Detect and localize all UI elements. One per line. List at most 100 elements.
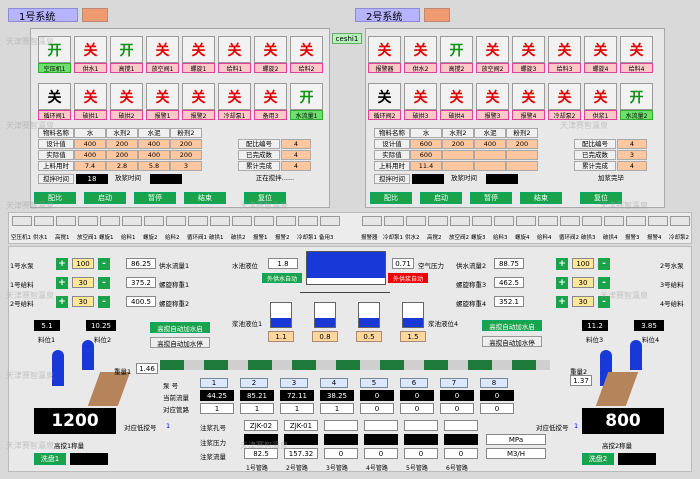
table2-cell-0-1[interactable]: 600 <box>410 139 442 149</box>
pumps_left-minus-1[interactable]: - <box>98 277 110 289</box>
hole-empty-4[interactable] <box>404 420 438 431</box>
table1-button-2[interactable]: 暂停 <box>134 192 176 204</box>
strip-right-btn-8[interactable] <box>538 216 558 226</box>
strip-right-btn-1[interactable] <box>384 216 404 226</box>
strip-right-btn-0[interactable] <box>362 216 382 226</box>
hole-empty-5[interactable] <box>444 420 478 431</box>
pumps_right-plus-2[interactable]: + <box>556 296 568 308</box>
table2-button-0[interactable]: 配比 <box>370 192 412 204</box>
table1-cell-0-4[interactable]: 200 <box>170 139 202 149</box>
strip-left-btn-5[interactable] <box>122 216 142 226</box>
strip-left-btn-9[interactable] <box>210 216 230 226</box>
right_tiles-row2-toggle-0[interactable]: 关 <box>368 83 401 110</box>
table2-cell-1-4[interactable] <box>506 150 538 160</box>
right_tiles-row2-toggle-1[interactable]: 关 <box>404 83 437 110</box>
auto-fill-start-right[interactable]: 高搅自动加水启 <box>482 320 542 331</box>
strip-left-btn-8[interactable] <box>188 216 208 226</box>
left_tiles-row2-toggle-6[interactable]: 关 <box>254 83 287 110</box>
right_tiles-row2-toggle-6[interactable]: 关 <box>584 83 617 110</box>
strip-left-btn-7[interactable] <box>166 216 186 226</box>
strip-right-btn-11[interactable] <box>604 216 624 226</box>
table2-cell-2-4[interactable] <box>506 161 538 171</box>
table2-button-2[interactable]: 暂停 <box>470 192 512 204</box>
strip-left-btn-10[interactable] <box>232 216 252 226</box>
strip-left-btn-6[interactable] <box>144 216 164 226</box>
table1-cell-2-3[interactable]: 5.8 <box>138 161 170 171</box>
strip-left-btn-13[interactable] <box>298 216 318 226</box>
hole-empty-3[interactable] <box>364 420 398 431</box>
pumps_left-minus-0[interactable]: - <box>98 258 110 270</box>
left_tiles-row1-toggle-5[interactable]: 关 <box>218 36 251 63</box>
left_tiles-row2-toggle-2[interactable]: 关 <box>110 83 143 110</box>
hole-0[interactable]: ZJK-02 <box>244 420 278 431</box>
strip-left-btn-12[interactable] <box>276 216 296 226</box>
table2-cell-0-4[interactable]: 200 <box>506 139 538 149</box>
right_tiles-row1-toggle-7[interactable]: 关 <box>620 36 653 63</box>
pumps_left-setpoint-1[interactable]: 30 <box>72 277 94 288</box>
right_tiles-row1-toggle-1[interactable]: 关 <box>404 36 437 63</box>
left_tiles-row1-toggle-2[interactable]: 开 <box>110 36 143 63</box>
table2-cell-1-3[interactable] <box>474 150 506 160</box>
table1-cell-2-2[interactable]: 2.8 <box>106 161 138 171</box>
strip-left-btn-4[interactable] <box>100 216 120 226</box>
pumps_left-plus-1[interactable]: + <box>56 277 68 289</box>
pumps_left-minus-2[interactable]: - <box>98 296 110 308</box>
right_tiles-row2-toggle-3[interactable]: 关 <box>476 83 509 110</box>
strip-left-btn-0[interactable] <box>12 216 32 226</box>
pumps_right-minus-0[interactable]: - <box>598 258 610 270</box>
auto-fill-start-left[interactable]: 高搅自动加水启 <box>150 322 210 333</box>
pumps_left-plus-2[interactable]: + <box>56 296 68 308</box>
pumps_right-minus-1[interactable]: - <box>598 277 610 289</box>
strip-left-btn-11[interactable] <box>254 216 274 226</box>
table2-cell-0-2[interactable]: 200 <box>442 139 474 149</box>
table2-cell-2-2[interactable] <box>442 161 474 171</box>
strip-right-btn-2[interactable] <box>406 216 426 226</box>
left_tiles-row2-toggle-4[interactable]: 关 <box>182 83 215 110</box>
left_tiles-row1-toggle-4[interactable]: 关 <box>182 36 215 63</box>
strip-right-btn-9[interactable] <box>560 216 580 226</box>
hole-empty-2[interactable] <box>324 420 358 431</box>
table2-cell-2-1[interactable]: 11.4 <box>410 161 442 171</box>
right_tiles-row1-toggle-5[interactable]: 关 <box>548 36 581 63</box>
table2-button-3[interactable]: 结束 <box>520 192 562 204</box>
pumps_right-setpoint-2[interactable]: 30 <box>572 296 594 307</box>
hole-1[interactable]: ZJK-01 <box>284 420 318 431</box>
right_tiles-row1-toggle-2[interactable]: 开 <box>440 36 473 63</box>
silo_right-wash-button[interactable]: 洗盘2 <box>582 453 614 465</box>
table1-cell-1-4[interactable]: 200 <box>170 150 202 160</box>
strip-right-btn-4[interactable] <box>450 216 470 226</box>
table2-button-4[interactable]: 复位 <box>580 192 622 204</box>
auto-feed-button[interactable]: 外供浆自动 <box>388 273 428 283</box>
left_tiles-row2-toggle-1[interactable]: 关 <box>74 83 107 110</box>
strip-right-btn-3[interactable] <box>428 216 448 226</box>
table2-cell-1-2[interactable] <box>442 150 474 160</box>
table2-button-1[interactable]: 启动 <box>420 192 462 204</box>
table1-cell-0-3[interactable]: 400 <box>138 139 170 149</box>
table1-button-1[interactable]: 启动 <box>84 192 126 204</box>
table1-cell-0-1[interactable]: 400 <box>74 139 106 149</box>
pumps_right-plus-1[interactable]: + <box>556 277 568 289</box>
table1-cell-1-3[interactable]: 400 <box>138 150 170 160</box>
pumps_right-plus-0[interactable]: + <box>556 258 568 270</box>
right_tiles-row2-toggle-7[interactable]: 开 <box>620 83 653 110</box>
left_tiles-row1-toggle-0[interactable]: 开 <box>38 36 71 63</box>
strip-right-btn-7[interactable] <box>516 216 536 226</box>
strip-left-btn-1[interactable] <box>34 216 54 226</box>
table1-cell-1-2[interactable]: 200 <box>106 150 138 160</box>
pumps_left-setpoint-0[interactable]: 100 <box>72 258 94 269</box>
right_tiles-row1-toggle-0[interactable]: 关 <box>368 36 401 63</box>
right_tiles-row1-toggle-3[interactable]: 关 <box>476 36 509 63</box>
ceshi-button[interactable]: ceshi1 <box>332 33 362 44</box>
table1-cell-0-2[interactable]: 200 <box>106 139 138 149</box>
left_tiles-row1-toggle-7[interactable]: 关 <box>290 36 323 63</box>
table1-cell-1-1[interactable]: 400 <box>74 150 106 160</box>
left_tiles-row2-toggle-0[interactable]: 关 <box>38 83 71 110</box>
table1-cell-2-1[interactable]: 7.4 <box>74 161 106 171</box>
pumps_right-minus-2[interactable]: - <box>598 296 610 308</box>
left_tiles-row2-toggle-5[interactable]: 关 <box>218 83 251 110</box>
auto-water-supply-button[interactable]: 外供水自动 <box>262 273 302 283</box>
strip-left-btn-14[interactable] <box>320 216 340 226</box>
table1-button-3[interactable]: 结束 <box>184 192 226 204</box>
right_tiles-row2-toggle-2[interactable]: 关 <box>440 83 473 110</box>
left_tiles-row1-toggle-1[interactable]: 关 <box>74 36 107 63</box>
